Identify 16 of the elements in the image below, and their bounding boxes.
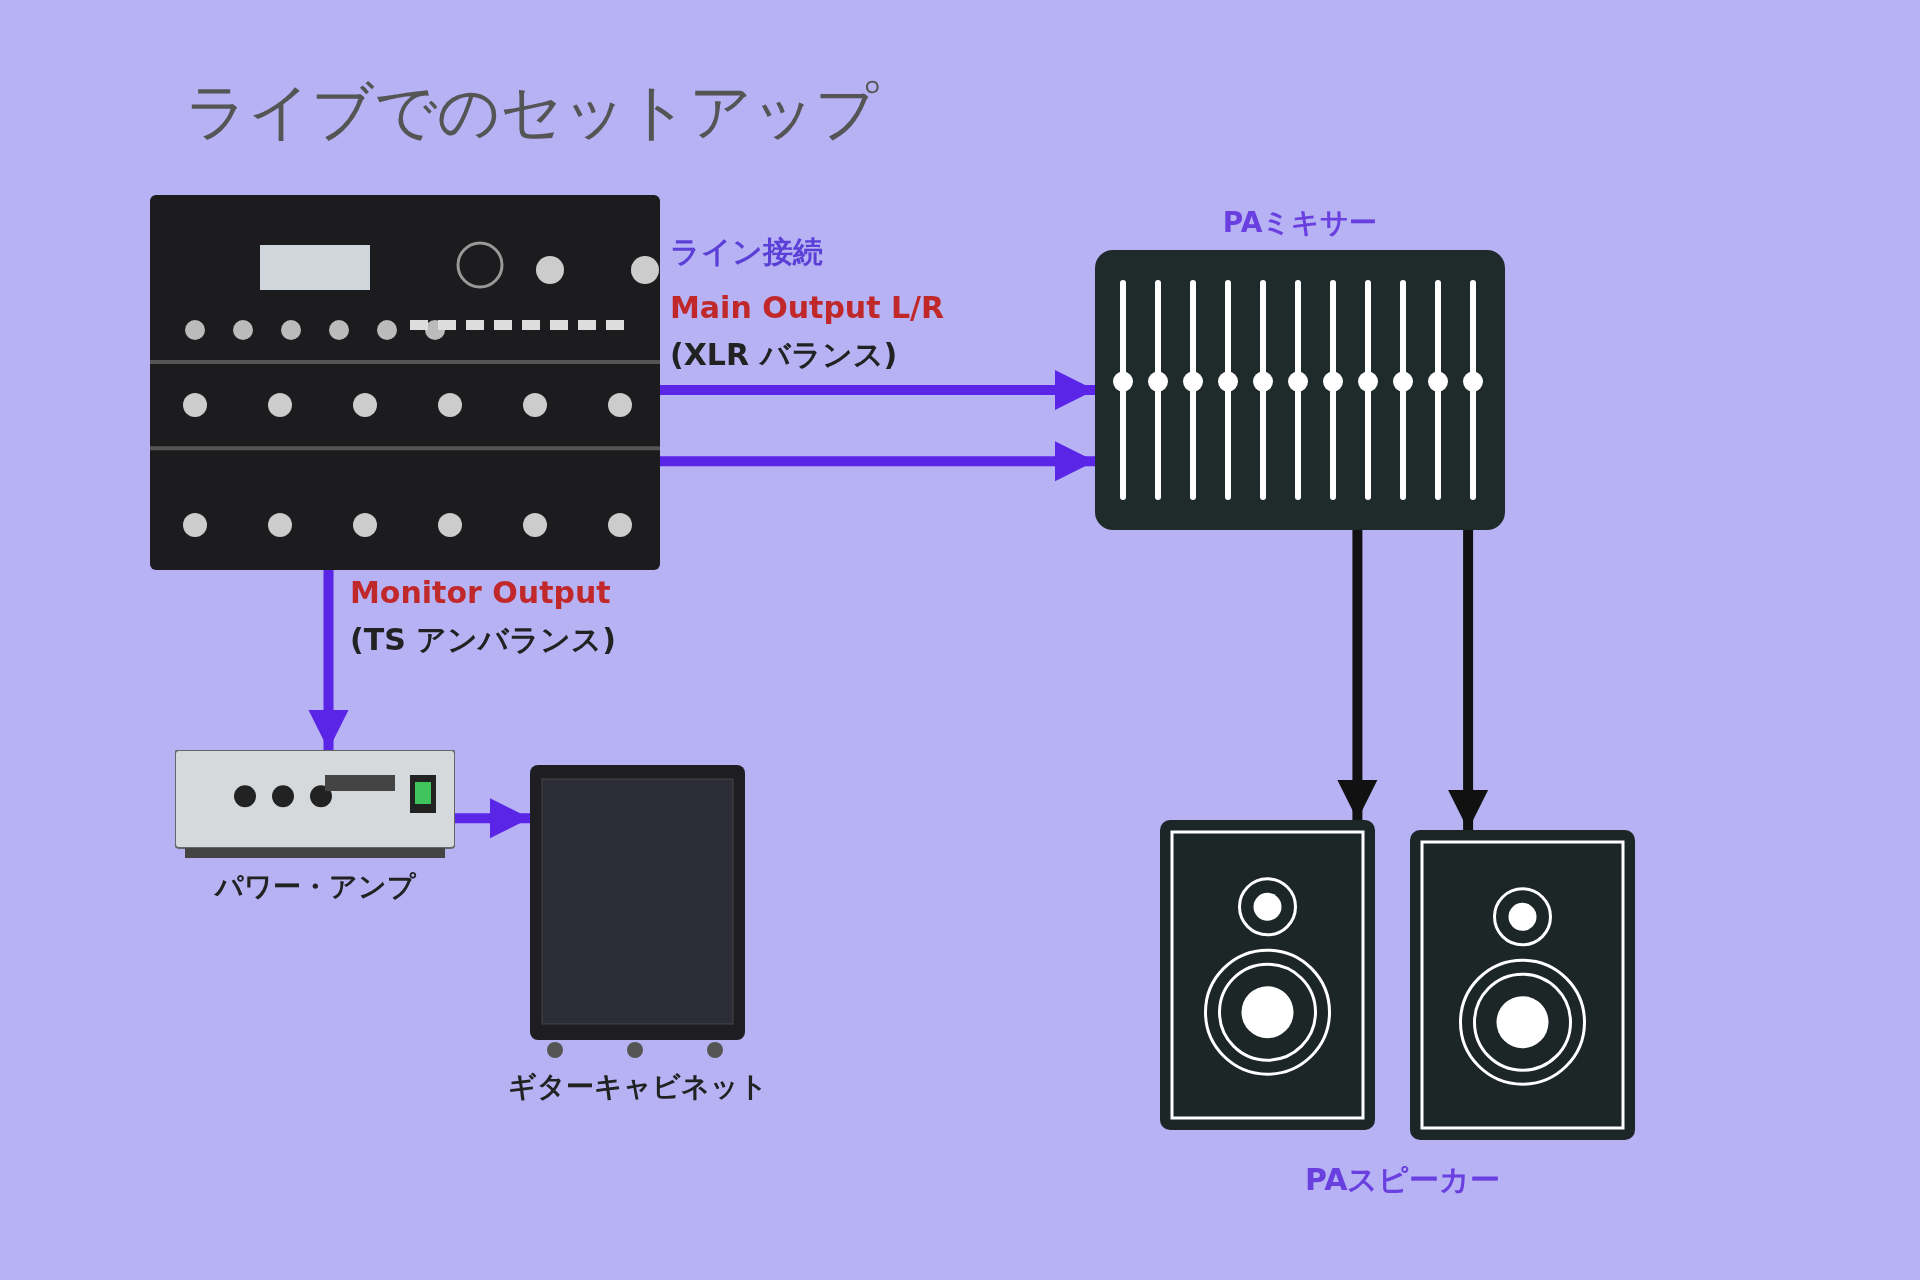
arrow — [660, 441, 1095, 482]
annotation-text: ライン接続 — [670, 233, 823, 271]
annotation-text: Main Output L/R — [670, 290, 945, 325]
slide-title: ライブでのセットアップ — [185, 74, 878, 150]
annotation-text: PAスピーカー — [1305, 1161, 1501, 1199]
device-label: PAミキサー — [1222, 205, 1378, 241]
arrow — [455, 798, 530, 839]
annotation-text: Monitor Output — [350, 575, 611, 610]
arrow — [1337, 530, 1378, 820]
annotation-text: (XLR バランス) — [670, 336, 898, 374]
annotation-text: (TS アンバランス) — [350, 621, 616, 659]
device-label: ギターキャビネット — [507, 1069, 768, 1105]
device-label: パワー・アンプ — [214, 869, 416, 905]
arrow — [1448, 530, 1489, 830]
arrow — [660, 370, 1095, 410]
arrow — [308, 570, 349, 750]
